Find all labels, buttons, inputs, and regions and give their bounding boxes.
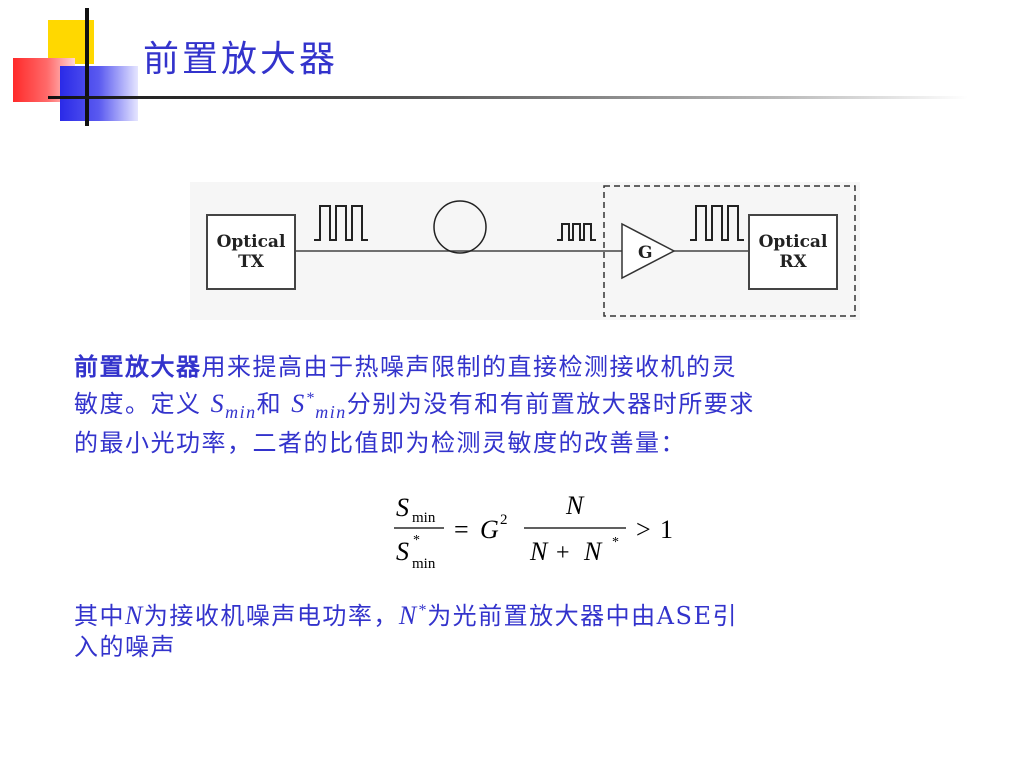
para1-line2-b: 分别为没有和有前置放大器时所要求 bbox=[346, 390, 755, 418]
optical-tx-box: Optical TX bbox=[206, 214, 296, 290]
formula-s-numerator: S bbox=[396, 493, 409, 522]
fiber-spool-icon bbox=[433, 200, 487, 254]
conj-text: 和 bbox=[256, 390, 292, 418]
optical-rx-box: Optical RX bbox=[748, 214, 838, 290]
para2-b: 为接收机噪声电功率， bbox=[143, 602, 399, 630]
title-underline bbox=[48, 96, 968, 99]
formula-equals: = bbox=[454, 515, 469, 544]
term-preamp: 前置放大器 bbox=[74, 352, 202, 381]
s-star-symbol: S bbox=[291, 389, 306, 418]
formula-star-n: * bbox=[612, 535, 619, 550]
tx-label-line1: Optical bbox=[216, 232, 286, 252]
slide-title: 前置放大器 bbox=[143, 39, 339, 80]
amplifier-icon bbox=[621, 222, 676, 280]
n-star-sup: * bbox=[417, 602, 428, 619]
noise-paragraph: 其中N为接收机噪声电功率，N*为光前置放大器中由ASE引 入的噪声 bbox=[74, 595, 974, 663]
para2-a: 其中 bbox=[74, 602, 125, 630]
formula-s-denominator: S bbox=[396, 537, 409, 566]
s-star-subscript: min bbox=[315, 401, 347, 422]
para1-line1-text: 用来提高由于热噪声限制的直接检测接收机的灵 bbox=[201, 353, 737, 381]
preamp-diagram: G Optical TX Optical RX bbox=[190, 182, 860, 320]
formula-star-den: * bbox=[413, 533, 420, 548]
para2-c: 为光前置放大器中由ASE引 bbox=[427, 602, 738, 630]
para2-line1: 其中N为接收机噪声电功率，N*为光前置放大器中由ASE引 bbox=[74, 595, 974, 632]
tx-label-line2: TX bbox=[238, 252, 264, 272]
n-star-symbol: N bbox=[398, 601, 418, 630]
rx-label-line2: RX bbox=[779, 252, 807, 272]
receiver-dashed-box bbox=[603, 185, 856, 317]
pulse-train-small-icon bbox=[557, 223, 596, 241]
formula-gt: > bbox=[636, 515, 651, 544]
para1-line3: 的最小光功率，二者的比值即为检测灵敏度的改善量： bbox=[74, 428, 686, 457]
para2-line2: 入的噪声 bbox=[74, 633, 176, 661]
rx-label-line1: Optical bbox=[758, 232, 828, 252]
diagram-lines: G bbox=[296, 185, 856, 317]
s-min-subscript: min bbox=[225, 401, 257, 422]
formula-n-den-b: N bbox=[583, 537, 603, 566]
para1-line2-a: 敏度。定义 bbox=[74, 390, 211, 418]
logo-blue-square bbox=[60, 66, 138, 121]
pulse-train-large-icon bbox=[314, 205, 368, 241]
pulse-train-amplified-icon bbox=[690, 205, 744, 241]
formula-g: G bbox=[480, 515, 499, 544]
formula-n-numerator: N bbox=[565, 491, 585, 520]
s-star-sup: * bbox=[305, 390, 316, 407]
n-symbol: N bbox=[125, 601, 144, 630]
formula-exp2: 2 bbox=[500, 512, 508, 528]
formula-min-sub-den: min bbox=[412, 556, 436, 572]
s-min-symbol: S bbox=[210, 389, 226, 418]
para1-line1: 前置放大器用来提高由于热噪声限制的直接检测接收机的灵 bbox=[74, 351, 974, 383]
definition-paragraph: 前置放大器用来提高由于热噪声限制的直接检测接收机的灵 敏度。定义 Smin和 S… bbox=[74, 351, 974, 459]
sensitivity-formula: S min S * min = G 2 N N + N * > 1 bbox=[392, 486, 692, 576]
formula-svg: S min S * min = G 2 N N + N * > 1 bbox=[394, 491, 673, 572]
logo-vertical-line bbox=[85, 8, 89, 126]
para1-line2: 敏度。定义 Smin和 S*min分别为没有和有前置放大器时所要求 bbox=[74, 383, 974, 428]
formula-one: 1 bbox=[660, 515, 673, 544]
formula-plus: + bbox=[556, 540, 570, 566]
amplifier-label: G bbox=[638, 243, 653, 263]
formula-n-den-a: N bbox=[529, 537, 549, 566]
formula-min-sub-num: min bbox=[412, 510, 436, 526]
